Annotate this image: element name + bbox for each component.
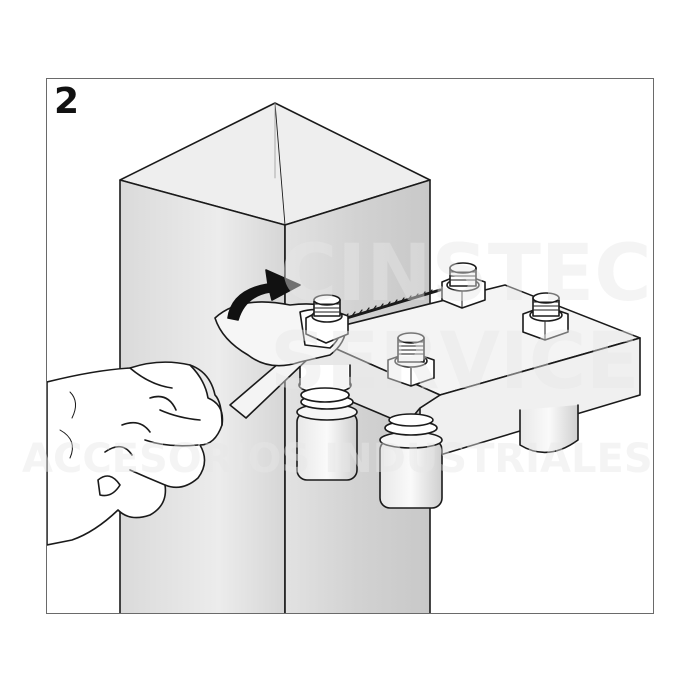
curved-arrow-icon (227, 269, 301, 321)
roller-right (519, 404, 579, 454)
bolt-left (298, 364, 352, 403)
bolt-front (387, 332, 435, 387)
bolt-being-tightened (305, 294, 349, 344)
step-number: 2 (54, 81, 80, 122)
hand-holding-wrench (47, 361, 224, 546)
bolt-right (522, 292, 569, 341)
roller-front (379, 413, 443, 509)
bolt-rear (441, 262, 486, 309)
